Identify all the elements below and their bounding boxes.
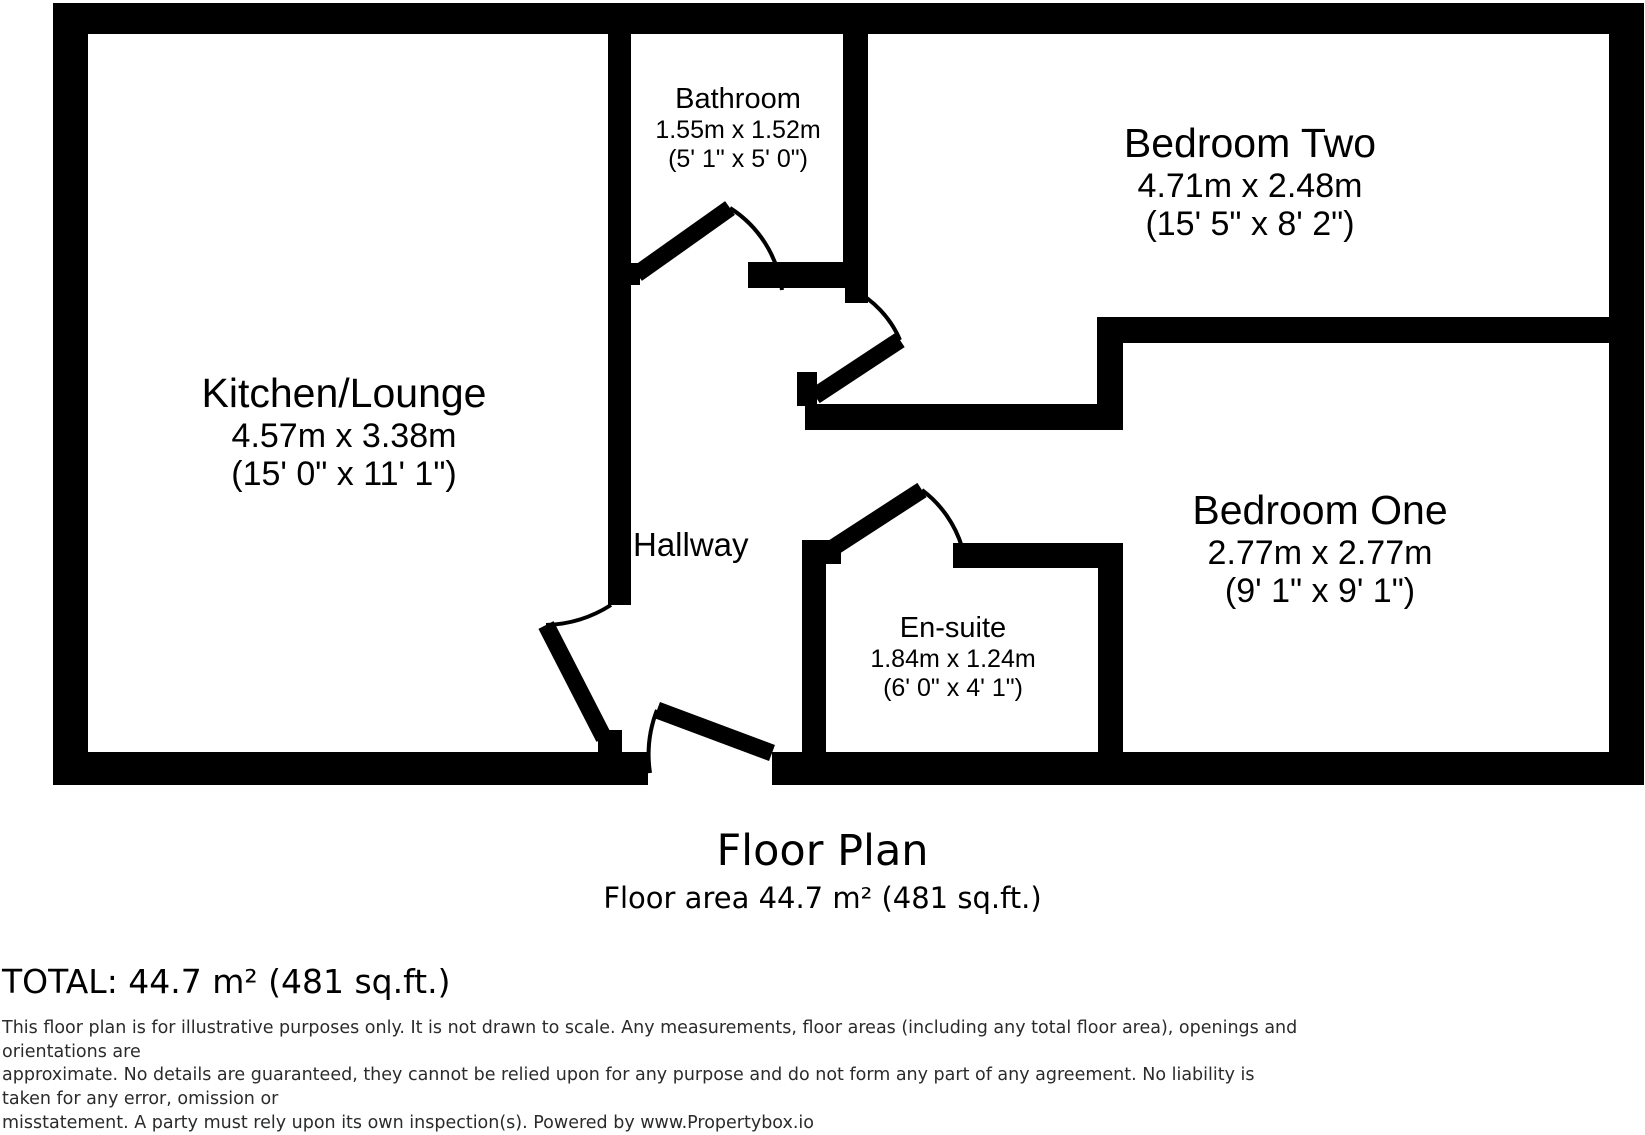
total-area-text: TOTAL: 44.7 m² (481 sq.ft.) xyxy=(2,962,450,1001)
wall-bedroom-step-horizontal xyxy=(1097,317,1611,343)
room-dim-imperial-bedroom-one: (9' 1" x 9' 1") xyxy=(1020,572,1620,611)
door-leaf-entrance xyxy=(657,710,772,753)
door-leaf-kitchen xyxy=(546,625,604,738)
room-name-bathroom: Bathroom xyxy=(603,83,873,116)
disclaimer-line-1: This floor plan is for illustrative purp… xyxy=(2,1017,1302,1064)
door-arc-kitchen xyxy=(546,605,611,625)
wall-bedroom-two-bottom xyxy=(805,404,1105,430)
room-dim-metric-bedroom-two: 4.71m x 2.48m xyxy=(900,167,1600,206)
room-dim-metric-kitchen-lounge: 4.57m x 3.38m xyxy=(0,417,688,456)
disclaimer-line-3: misstatement. A party must rely upon its… xyxy=(2,1112,1302,1135)
disclaimer-line-2: approximate. No details are guaranteed, … xyxy=(2,1064,1302,1111)
plan-title-block: Floor Plan Floor area 44.7 m² (481 sq.ft… xyxy=(0,818,1645,915)
door-leaf-bedroom-one xyxy=(828,490,922,551)
room-label-bathroom: Bathroom 1.55m x 1.52m (5' 1" x 5' 0") xyxy=(603,83,873,173)
room-name-bedroom-one: Bedroom One xyxy=(1020,487,1620,534)
floor-area-text: Floor area 44.7 m² (481 sq.ft.) xyxy=(0,883,1645,915)
door-arc-bedroom-one xyxy=(922,490,962,547)
disclaimer-text: This floor plan is for illustrative purp… xyxy=(2,1017,1302,1135)
door-leaf-bathroom xyxy=(637,208,730,274)
door-leaf-bedroom-two xyxy=(815,340,900,396)
wall-exterior-bottom-left xyxy=(53,752,648,785)
room-name-hallway: Hallway xyxy=(633,526,783,564)
room-name-en-suite: En-suite xyxy=(830,612,1076,645)
wall-ensuite-left xyxy=(802,540,826,755)
room-name-kitchen-lounge: Kitchen/Lounge xyxy=(0,370,688,417)
room-dim-imperial-bathroom: (5' 1" x 5' 0") xyxy=(603,145,873,174)
room-label-hallway: Hallway xyxy=(633,526,783,564)
room-dim-metric-bedroom-one: 2.77m x 2.77m xyxy=(1020,534,1620,573)
wall-exterior-right xyxy=(1609,3,1644,785)
door-arc-entrance xyxy=(649,710,657,773)
room-label-en-suite: En-suite 1.84m x 1.24m (6' 0" x 4' 1") xyxy=(830,612,1076,702)
room-dim-metric-bathroom: 1.55m x 1.52m xyxy=(603,116,873,145)
wall-exterior-top xyxy=(53,3,1644,34)
room-dim-imperial-en-suite: (6' 0" x 4' 1") xyxy=(830,674,1076,703)
floor-plan-drawing: Kitchen/Lounge 4.57m x 3.38m (15' 0" x 1… xyxy=(0,0,1645,820)
room-name-bedroom-two: Bedroom Two xyxy=(900,120,1600,167)
room-label-bedroom-two: Bedroom Two 4.71m x 2.48m (15' 5" x 8' 2… xyxy=(900,120,1600,244)
room-dim-imperial-bedroom-two: (15' 5" x 8' 2") xyxy=(900,205,1600,244)
page-title: Floor Plan xyxy=(0,828,1645,875)
room-label-bedroom-one: Bedroom One 2.77m x 2.77m (9' 1" x 9' 1"… xyxy=(1020,487,1620,611)
wall-exterior-bottom-right xyxy=(772,752,1644,785)
room-label-kitchen-lounge: Kitchen/Lounge 4.57m x 3.38m (15' 0" x 1… xyxy=(0,370,688,494)
room-dim-imperial-kitchen-lounge: (15' 0" x 11' 1") xyxy=(0,455,688,494)
room-dim-metric-en-suite: 1.84m x 1.24m xyxy=(830,645,1076,674)
